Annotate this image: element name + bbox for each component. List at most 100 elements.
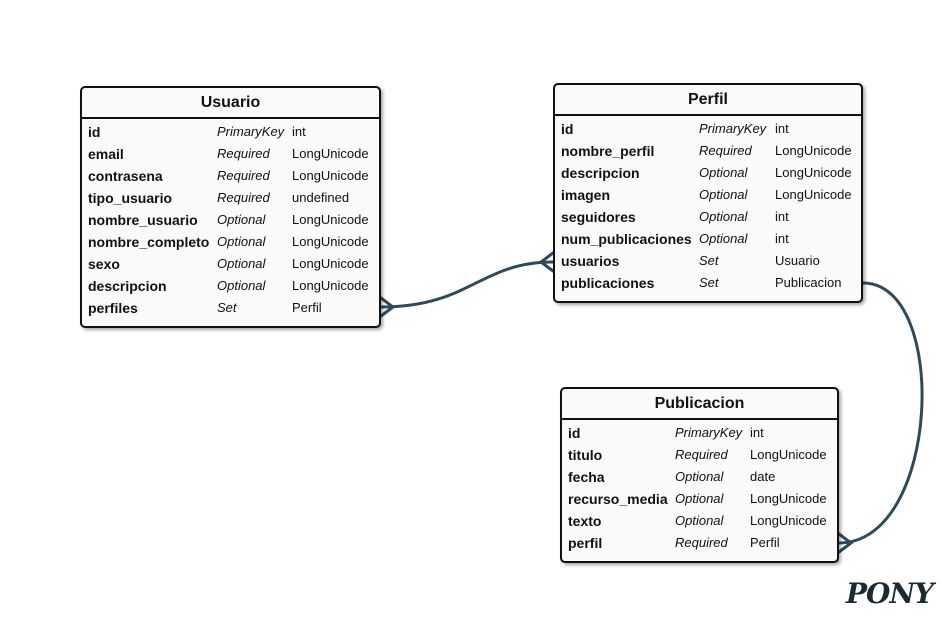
attribute-kind: Required (217, 146, 270, 161)
attribute-type: LongUnicode (292, 278, 369, 293)
attribute-type: Perfil (292, 300, 322, 315)
attribute-name: sexo (88, 256, 120, 272)
attribute-type: LongUnicode (292, 212, 369, 227)
attribute-kind: PrimaryKey (217, 124, 285, 139)
attribute-type: int (292, 124, 306, 139)
attribute-name: descripcion (561, 165, 640, 181)
attribute-kind: Required (217, 168, 270, 183)
attribute-name: publicaciones (561, 275, 655, 291)
attribute-kind: PrimaryKey (699, 121, 767, 136)
attribute-name: nombre_completo (88, 234, 210, 250)
attribute-name: fecha (568, 469, 605, 485)
pony-logo-icon: PONY (846, 577, 934, 610)
attribute-kind: Set (699, 253, 719, 268)
attribute-kind: Optional (675, 491, 724, 506)
attribute-row: texto Optional LongUnicode (562, 510, 837, 532)
attribute-row: id PrimaryKey int (562, 422, 837, 444)
attribute-kind: Required (217, 190, 270, 205)
relation-usuario-perfil (379, 260, 555, 309)
attribute-kind: Optional (217, 256, 266, 271)
attribute-name: perfil (568, 535, 603, 551)
attribute-kind: Required (675, 447, 728, 462)
attribute-type: LongUnicode (292, 146, 369, 161)
attribute-type: undefined (292, 190, 350, 205)
attribute-kind: Optional (675, 513, 724, 528)
crowfoot-usuario-end (379, 296, 396, 318)
attribute-kind: Required (675, 535, 728, 550)
attribute-name: imagen (561, 187, 611, 203)
attribute-type: date (750, 469, 776, 484)
attribute-type: LongUnicode (750, 447, 827, 462)
attribute-row: publicaciones Set Publicacion (555, 272, 861, 294)
attribute-name: id (568, 425, 581, 441)
attribute-name: seguidores (561, 209, 636, 225)
attribute-name: email (88, 146, 124, 162)
attribute-name: usuarios (561, 253, 620, 269)
attribute-kind: Optional (217, 234, 266, 249)
attribute-type: LongUnicode (775, 165, 852, 180)
relation-perfil-publicacion (837, 281, 924, 545)
attribute-row: titulo Required LongUnicode (562, 444, 837, 466)
attribute-row: id PrimaryKey int (82, 121, 379, 143)
attribute-type: Publicacion (775, 275, 842, 290)
attribute-row: imagen Optional LongUnicode (555, 184, 861, 206)
entity-title: Perfil (555, 85, 861, 116)
attribute-row: usuarios Set Usuario (555, 250, 861, 272)
attribute-kind: PrimaryKey (675, 425, 743, 440)
attribute-kind: Optional (699, 209, 748, 224)
attribute-kind: Optional (699, 165, 748, 180)
attribute-kind: Optional (217, 212, 266, 227)
attribute-type: LongUnicode (292, 168, 369, 183)
attribute-name: num_publicaciones (561, 231, 692, 247)
attribute-row: descripcion Optional LongUnicode (555, 162, 861, 184)
attribute-type: LongUnicode (292, 234, 369, 249)
attribute-row: fecha Optional date (562, 466, 837, 488)
attribute-row: seguidores Optional int (555, 206, 861, 228)
attribute-row: email Required LongUnicode (82, 143, 379, 165)
attribute-kind: Set (699, 275, 719, 290)
attribute-row: tipo_usuario Required undefined (82, 187, 379, 209)
entity-perfil[interactable]: Perfil id PrimaryKey int nombre_perfil Requi… (553, 83, 863, 303)
attribute-name: tipo_usuario (88, 190, 173, 206)
attribute-name: id (88, 124, 101, 140)
attribute-type: LongUnicode (750, 513, 827, 528)
attribute-name: titulo (568, 447, 603, 463)
attribute-row: sexo Optional LongUnicode (82, 253, 379, 275)
attribute-type: Usuario (775, 253, 820, 268)
attribute-row: nombre_perfil Required LongUnicode (555, 140, 861, 162)
attribute-row: descripcion Optional LongUnicode (82, 275, 379, 297)
attribute-row: id PrimaryKey int (555, 118, 861, 140)
attribute-row: perfil Required Perfil (562, 532, 837, 554)
attribute-type: Perfil (750, 535, 780, 550)
attribute-type: LongUnicode (292, 256, 369, 271)
attribute-type: int (775, 209, 789, 224)
attribute-name: texto (568, 513, 602, 529)
crowfoot-perfil-end (538, 251, 555, 273)
attribute-name: id (561, 121, 574, 137)
attribute-row: nombre_completo Optional LongUnicode (82, 231, 379, 253)
attribute-kind: Optional (217, 278, 266, 293)
entity-title: Usuario (82, 88, 379, 119)
attribute-name: nombre_perfil (561, 143, 655, 159)
entity-title: Publicacion (562, 389, 837, 420)
attribute-name: descripcion (88, 278, 167, 294)
attribute-kind: Required (699, 143, 752, 158)
attribute-type: int (750, 425, 764, 440)
attribute-type: int (775, 121, 789, 136)
attribute-kind: Optional (699, 187, 748, 202)
attribute-type: LongUnicode (775, 187, 852, 202)
attribute-kind: Set (217, 300, 237, 315)
attribute-kind: Optional (675, 469, 724, 484)
attribute-type: LongUnicode (775, 143, 852, 158)
